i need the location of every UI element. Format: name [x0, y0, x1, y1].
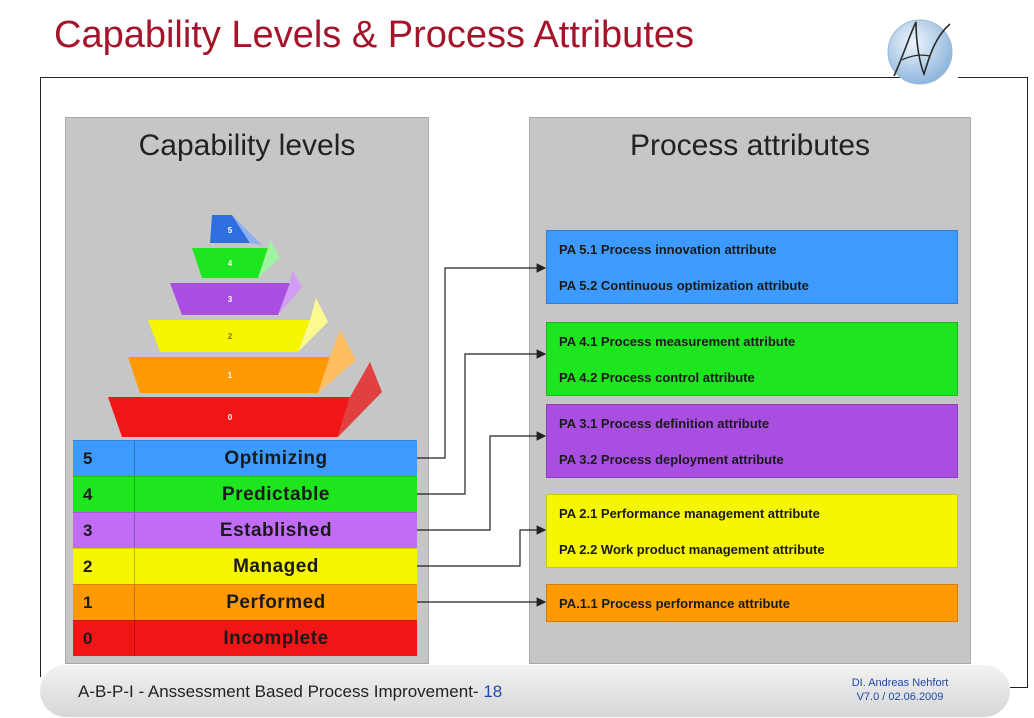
pyramid-label-0: 0 [228, 413, 233, 422]
pyramid-label-5: 5 [228, 226, 233, 235]
attr-item: PA 5.1 Process innovation attribute [559, 241, 777, 257]
level-row-4: 4 Predictable [73, 476, 417, 512]
frame-top-right [958, 77, 1028, 78]
frame-right [1027, 77, 1028, 687]
title-underline [40, 77, 900, 78]
level-number: 2 [73, 549, 135, 584]
level-name: Incomplete [223, 627, 329, 649]
footer-bar [40, 665, 1010, 717]
attr-item: PA 3.2 Process deployment attribute [559, 451, 784, 467]
page-number: 18 [483, 682, 503, 701]
attr-group-level-5: PA 5.1 Process innovation attribute PA 5… [546, 230, 958, 304]
arrow-level-3 [417, 431, 547, 531]
logo-icon [887, 19, 953, 85]
footer-text: A-B-P-I - Anssessment Based Process Impr… [78, 682, 502, 702]
footer-title: A-B-P-I - Anssessment Based Process Impr… [78, 682, 479, 701]
author-name: DI. Andreas Nehfort [851, 677, 949, 689]
pyramid-side-3 [278, 270, 302, 315]
attr-item: PA 2.1 Performance management attribute [559, 505, 820, 521]
level-name: Established [219, 519, 333, 541]
attr-item: PA 5.2 Continuous optimization attribute [559, 277, 809, 293]
attr-item: PA 4.2 Process control attribute [559, 369, 755, 385]
attr-item: PA 4.1 Process measurement attribute [559, 333, 796, 349]
level-number: 4 [73, 477, 135, 512]
arrow-level-4 [417, 349, 547, 495]
arrow-level-5 [417, 263, 547, 459]
pyramid-layer-3 [170, 283, 290, 315]
pyramid-layer-0 [108, 397, 350, 437]
level-name: Optimizing [224, 447, 328, 469]
pyramid-side-4 [258, 240, 280, 278]
level-row-3: 3 Established [73, 512, 417, 548]
level-row-2: 2 Managed [73, 548, 417, 584]
pyramid-layer-5 [210, 215, 250, 243]
page-title: Capability Levels & Process Attributes [54, 14, 694, 56]
attr-group-level-3: PA 3.1 Process definition attribute PA 3… [546, 404, 958, 478]
capability-levels-title: Capability levels [138, 129, 356, 162]
attr-item: PA 2.2 Work product management attribute [559, 541, 825, 557]
frame-bottom-right [1010, 687, 1028, 688]
pyramid-side-5 [232, 215, 262, 245]
attr-item: PA.1.1 Process performance attribute [559, 595, 790, 611]
pyramid-label-3: 3 [228, 295, 233, 304]
level-number: 1 [73, 585, 135, 620]
level-row-1: 1 Performed [73, 584, 417, 620]
pyramid-layer-4 [192, 248, 268, 278]
attr-group-level-2: PA 2.1 Performance management attribute … [546, 494, 958, 568]
pyramid-side-0 [338, 362, 382, 437]
level-number: 5 [73, 441, 135, 476]
attr-item: PA 3.1 Process definition attribute [559, 415, 770, 431]
level-name: Predictable [222, 483, 330, 505]
level-name: Managed [233, 555, 319, 577]
pyramid-layer-1 [128, 357, 330, 393]
version-date: V7.0 / 02.06.2009 [856, 691, 944, 703]
pyramid-side-1 [318, 330, 356, 393]
level-number: 0 [73, 621, 135, 656]
pyramid-label-2: 2 [228, 332, 233, 341]
attr-group-level-1: PA.1.1 Process performance attribute [546, 584, 958, 622]
footer-author-block: DI. Andreas Nehfort V7.0 / 02.06.2009 [820, 676, 980, 704]
process-attributes-title: Process attributes [629, 129, 871, 162]
level-row-5: 5 Optimizing [73, 440, 417, 476]
frame-left [40, 77, 41, 677]
pyramid-layer-2 [148, 320, 310, 352]
level-row-0: 0 Incomplete [73, 620, 417, 656]
attr-group-level-4: PA 4.1 Process measurement attribute PA … [546, 322, 958, 396]
pyramid-side-2 [298, 298, 328, 352]
pyramid-label-1: 1 [228, 371, 233, 380]
level-number: 3 [73, 513, 135, 548]
pyramid-label-4: 4 [228, 259, 233, 268]
arrow-level-2 [417, 525, 547, 567]
level-name: Performed [226, 591, 326, 613]
